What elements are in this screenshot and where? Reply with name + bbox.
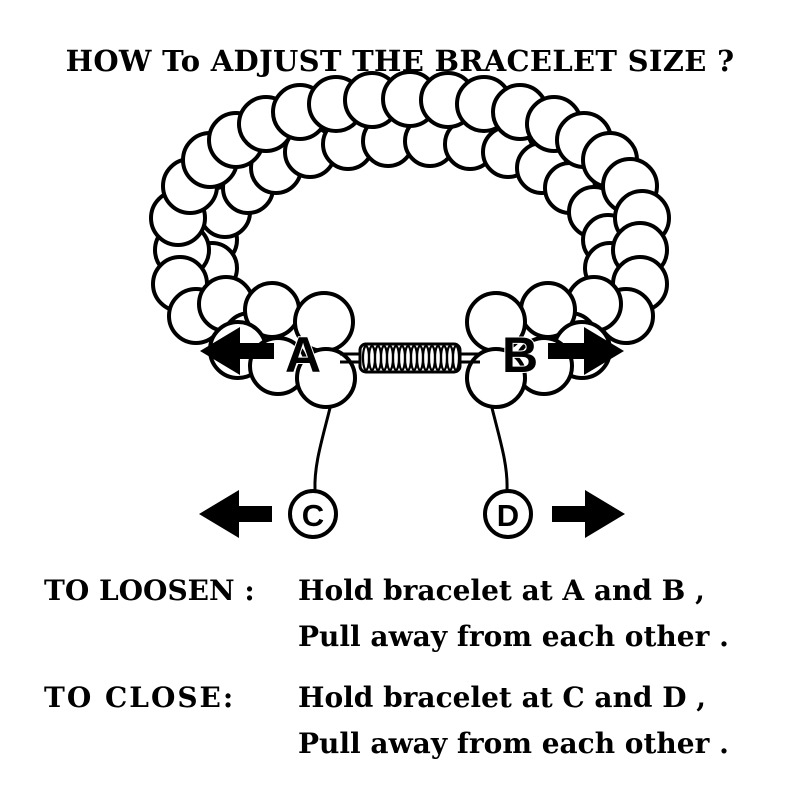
arrow-left-icon (199, 490, 272, 538)
close-line-1: Hold bracelet at C and D , (298, 681, 707, 714)
arrow-right-icon (552, 490, 625, 538)
cord-left (313, 407, 332, 491)
cord-right (490, 407, 509, 491)
sliding-knot (340, 342, 480, 374)
arrow-right-icon (548, 327, 624, 375)
marker-d-label: D (497, 498, 519, 533)
marker-d: D (483, 489, 533, 539)
bead-ring (149, 70, 671, 409)
bead (465, 347, 527, 409)
marker-c: C (288, 489, 338, 539)
close-line-2: Pull away from each other . (298, 727, 729, 760)
knot-coil (451, 344, 461, 372)
loosen-label: TO LOOSEN : (44, 574, 255, 607)
arrow-left-icon (200, 327, 274, 375)
close-label: TO CLOSE: (44, 681, 236, 714)
marker-c-label: C (302, 498, 324, 533)
loosen-line-1: Hold bracelet at A and B , (298, 574, 705, 607)
marker-b: B (502, 327, 538, 383)
bracelet-diagram: A B C D (149, 70, 671, 539)
loosen-line-2: Pull away from each other . (298, 620, 729, 653)
marker-a: A (285, 327, 321, 383)
